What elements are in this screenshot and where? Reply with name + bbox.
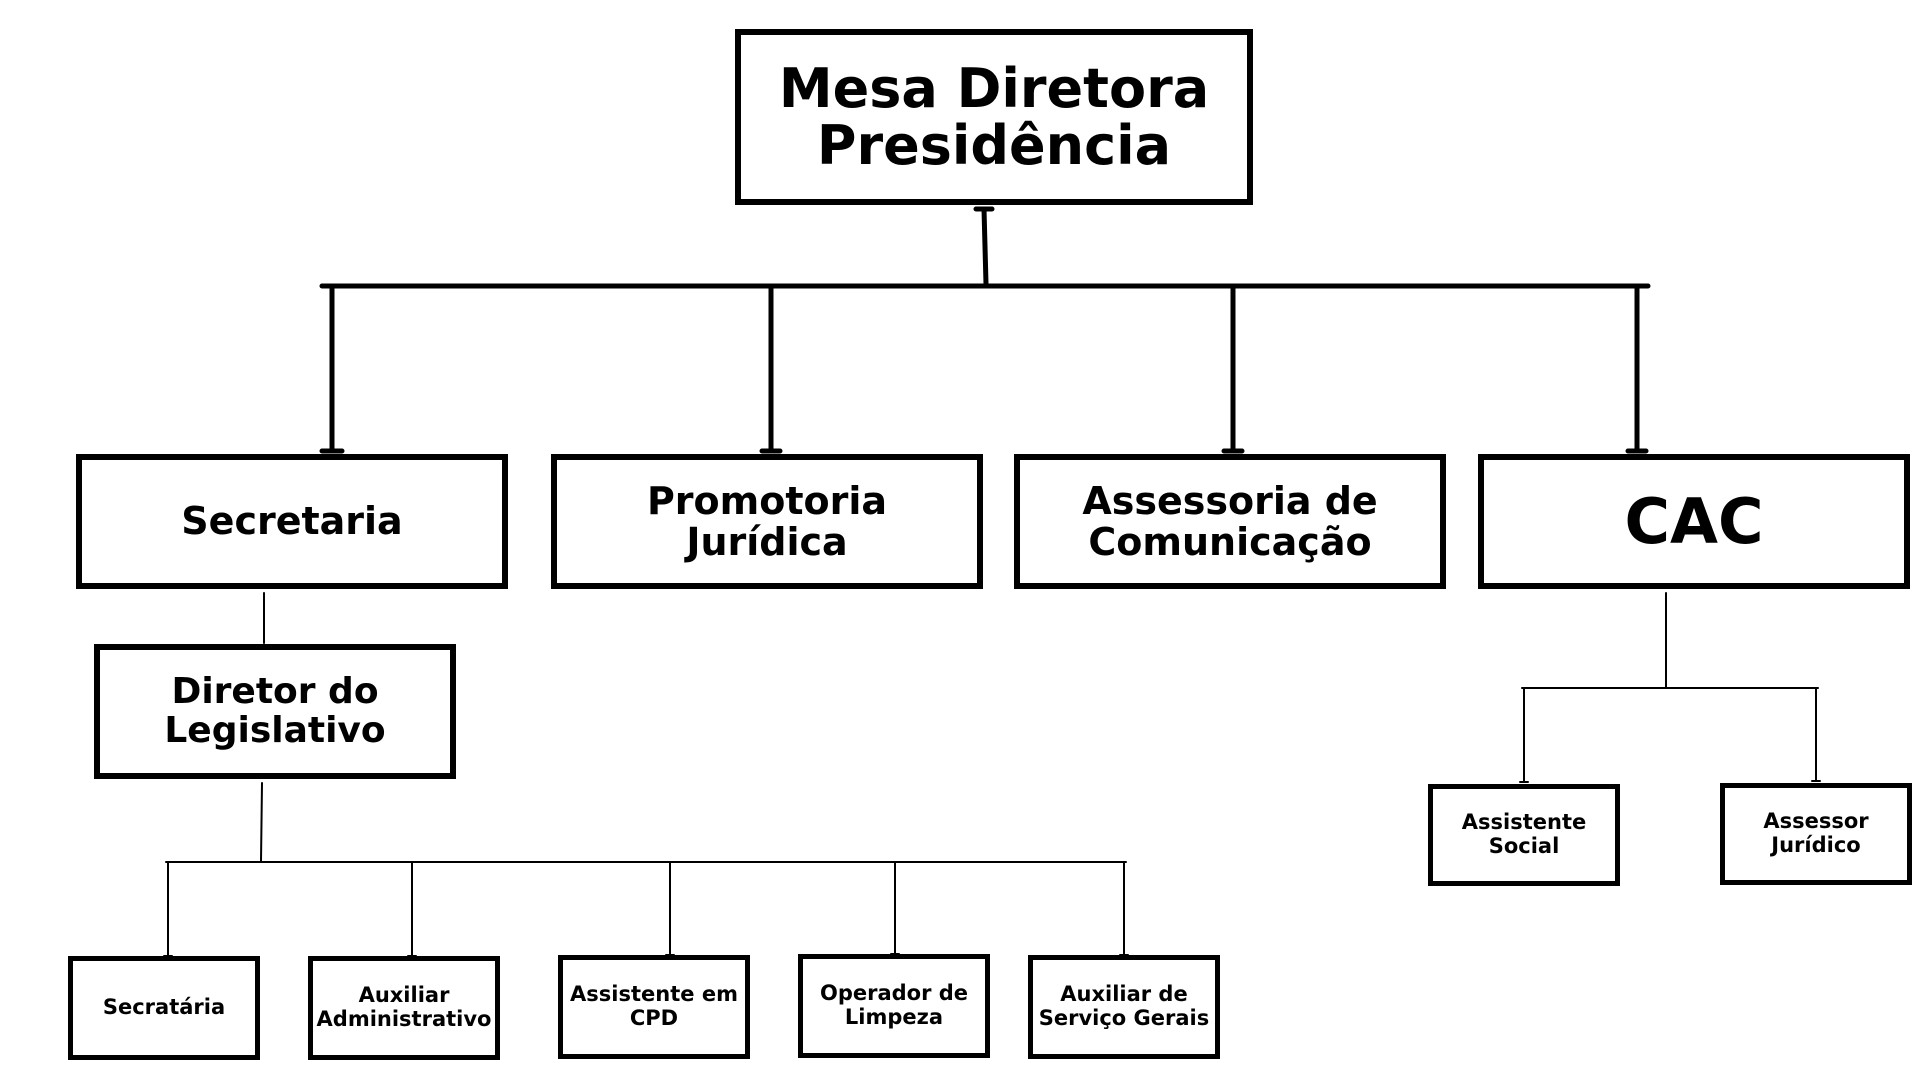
connector-root-down xyxy=(981,206,989,287)
node-assessor-juridico-label: Assessor Jurídico xyxy=(1763,809,1869,857)
node-auxiliar-administrativo-label: Auxiliar Administrativo xyxy=(316,983,492,1031)
node-assessor-juridico: Assessor Jurídico xyxy=(1720,783,1912,885)
node-auxiliar-servicos-gerais: Auxiliar de Serviço Gerais xyxy=(1028,955,1220,1059)
node-promotoria-juridica: Promotoria Jurídica xyxy=(551,454,983,589)
node-cac: CAC xyxy=(1478,454,1910,589)
node-auxiliar-administrativo: Auxiliar Administrativo xyxy=(308,956,500,1060)
node-assistente-social: Assistente Social xyxy=(1428,784,1620,886)
node-promotoria-juridica-label: Promotoria Jurídica xyxy=(646,479,888,564)
node-operador-limpeza: Operador de Limpeza xyxy=(798,954,990,1058)
node-diretor-legislativo-label: Diretor do Legislativo xyxy=(164,670,386,751)
node-mesa-diretora-label: Mesa Diretora Presidência xyxy=(778,56,1210,177)
node-secretaria-staff: Secratária xyxy=(68,956,260,1060)
node-cac-label: CAC xyxy=(1624,484,1764,558)
node-auxiliar-servicos-gerais-label: Auxiliar de Serviço Gerais xyxy=(1038,982,1210,1030)
node-secretaria: Secretaria xyxy=(76,454,508,589)
node-operador-limpeza-label: Operador de Limpeza xyxy=(819,981,969,1029)
node-assistente-cpd-label: Assistente em CPD xyxy=(570,982,738,1030)
node-mesa-diretora: Mesa Diretora Presidência xyxy=(735,29,1253,205)
node-diretor-legislativo: Diretor do Legislativo xyxy=(94,644,456,779)
connector-diretor-down xyxy=(260,782,263,862)
node-secretaria-staff-label: Secratária xyxy=(102,995,226,1020)
node-assessoria-comunicacao-label: Assessoria de Comunicação xyxy=(1082,479,1378,564)
node-assessoria-comunicacao: Assessoria de Comunicação xyxy=(1014,454,1446,589)
node-assistente-cpd: Assistente em CPD xyxy=(558,955,750,1059)
node-secretaria-label: Secretaria xyxy=(181,499,403,544)
node-assistente-social-label: Assistente Social xyxy=(1461,810,1587,858)
